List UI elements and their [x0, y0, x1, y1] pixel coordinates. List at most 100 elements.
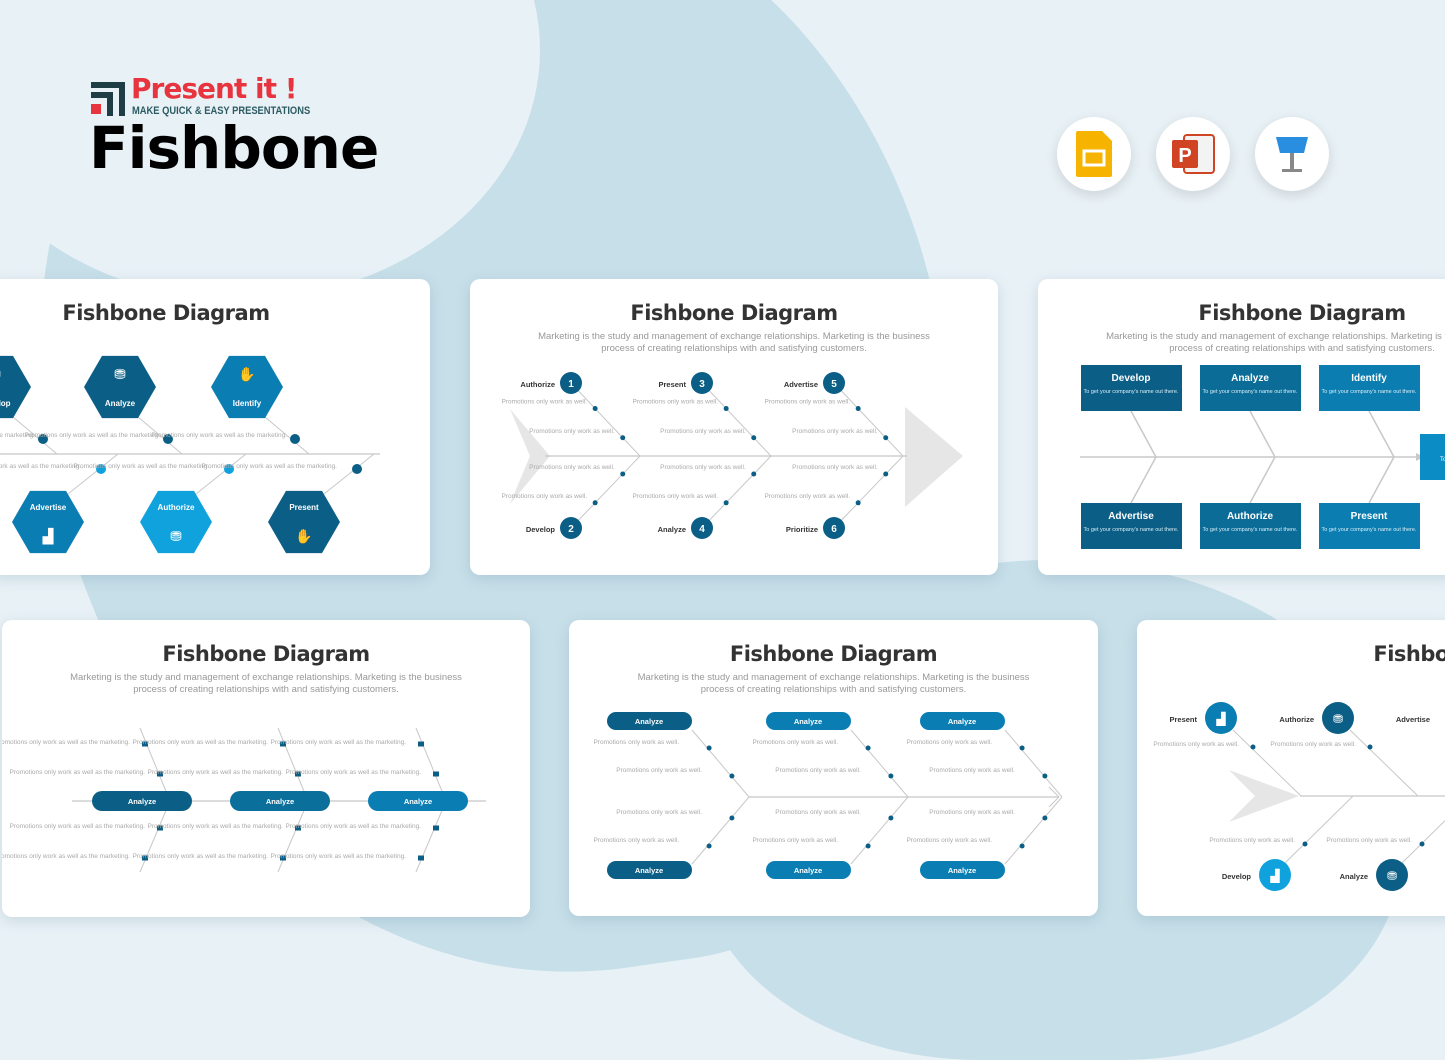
bone-line: [277, 800, 309, 873]
branch-dot: [1419, 841, 1425, 847]
branch-dot: [729, 815, 735, 821]
fishbone-diagram: ▟Promotions only work as well.Present⛃Pr…: [1153, 702, 1445, 891]
slide-subtitle: Marketing is the study and management of…: [637, 672, 1030, 683]
coins-clock-icon: ⛃: [1333, 712, 1343, 726]
icon-node: [1322, 702, 1354, 734]
category-desc: To get your company's name out there.: [1203, 527, 1298, 533]
bone-line: [701, 382, 772, 457]
branch-dot: [38, 434, 48, 444]
branch-dot: [729, 773, 735, 779]
badge-number: 2: [568, 524, 574, 535]
bone-line: [1232, 729, 1302, 797]
bone-line: [1349, 729, 1419, 797]
branch-note: Promotions only work as well as the mark…: [148, 769, 284, 776]
bone-line: [850, 729, 909, 798]
coins-clock-icon: ⛃: [170, 528, 182, 544]
branch-dot: [865, 745, 871, 751]
pill-label: Analyze: [794, 866, 822, 875]
branch-dot: [163, 434, 173, 444]
branch-note: Promotions only work as well as the mark…: [2, 853, 130, 860]
logo-mark-icon: [91, 82, 125, 116]
brand-name: Present it !: [131, 72, 298, 105]
branch-note: Promotions only work as well.: [660, 464, 746, 471]
slide-preview-6[interactable]: Fishbone Diagram▟Promotions only work as…: [1137, 620, 1445, 916]
bone-line: [691, 796, 750, 865]
branch-note: Promotions only work as well as the mark…: [10, 769, 146, 776]
slide-subtitle: Marketing is the study and management of…: [1106, 331, 1445, 342]
slide-title: Fishbone Diagram: [630, 301, 838, 325]
branch-dot: [855, 500, 861, 506]
badge-number: 5: [831, 379, 837, 390]
bone-line: [1130, 410, 1157, 458]
category-desc: To: [1440, 457, 1445, 463]
slide-subtitle: Marketing is the study and management of…: [70, 672, 462, 683]
branch-note: Promotions only work as well.: [616, 767, 702, 774]
square-marker: [295, 771, 301, 777]
category-title: Present: [1351, 511, 1388, 522]
bone-line: [570, 455, 641, 529]
branch-dot: [1250, 744, 1256, 750]
badge-number: 4: [699, 524, 705, 535]
branch-dot: [224, 464, 234, 474]
category-box: [1081, 365, 1182, 411]
branch-label: Advertise: [1396, 715, 1430, 724]
branch-dot: [96, 464, 106, 474]
branch-dot: [751, 471, 757, 477]
svg-text:P: P: [1178, 145, 1191, 167]
branch-note: Promotions only work as well as the mark…: [271, 739, 407, 746]
branch-dot: [592, 500, 598, 506]
hexagon-node: [0, 355, 31, 419]
branch-label: Prioritize: [786, 525, 818, 534]
pill-label: Analyze: [266, 797, 294, 806]
category-box: [1319, 365, 1420, 411]
category-title: Advertise: [1108, 511, 1154, 522]
branch-note: Promotions only work as well.: [775, 809, 861, 816]
fish-tail: [510, 409, 550, 504]
branch-label: Analyze: [1340, 872, 1368, 881]
branch-note: Promotions only work as well as the mark…: [0, 432, 35, 439]
branch-note: Promotions only work as well.: [633, 399, 719, 406]
square-marker: [433, 825, 439, 831]
hexagon-node: [140, 490, 212, 554]
branch-note: Promotions only work as well.: [1326, 837, 1412, 844]
branch-note: Promotions only work as well.: [765, 493, 851, 500]
branch-dot: [1019, 745, 1025, 751]
branch-dot: [352, 464, 362, 474]
slide-subtitle: process of creating relationships with a…: [1169, 343, 1435, 354]
hexagon-node: [268, 490, 340, 554]
branch-note: Promotions only work as well.: [765, 399, 851, 406]
number-badge: [823, 517, 845, 539]
branch-note: Promotions only work as well as the mark…: [74, 463, 210, 470]
chart-icon: ▟: [1215, 711, 1226, 726]
branch-note: Promotions only work as well as the mark…: [286, 823, 422, 830]
analyze-pill: [766, 712, 851, 730]
branch-dot: [883, 471, 889, 477]
branch-note: Promotions only work as well.: [929, 809, 1015, 816]
branch-dot: [888, 815, 894, 821]
icon-node: [1376, 859, 1408, 891]
branch-note: Promotions only work as well as the mark…: [0, 463, 81, 470]
bone-line: [1048, 786, 1060, 798]
bone-line: [1048, 796, 1060, 808]
branch-dot: [751, 435, 757, 441]
category-title: Authorize: [1227, 511, 1274, 522]
branch-note: Promotions only work as well as the mark…: [202, 463, 338, 470]
slide-preview-1[interactable]: Fishbone DiagramDevelopPromotions only w…: [0, 279, 430, 575]
pill-label: Analyze: [948, 866, 976, 875]
branch-dot: [1302, 841, 1308, 847]
branch-note: Promotions only work as well.: [929, 767, 1015, 774]
node-label: Advertise: [30, 503, 67, 512]
powerpoint-icon: P: [1156, 117, 1230, 191]
coins-clock-icon: ⛃: [114, 366, 126, 382]
branch-dot: [1367, 744, 1373, 750]
number-badge: [560, 372, 582, 394]
square-marker: [280, 855, 286, 861]
analyze-pill: [607, 712, 692, 730]
